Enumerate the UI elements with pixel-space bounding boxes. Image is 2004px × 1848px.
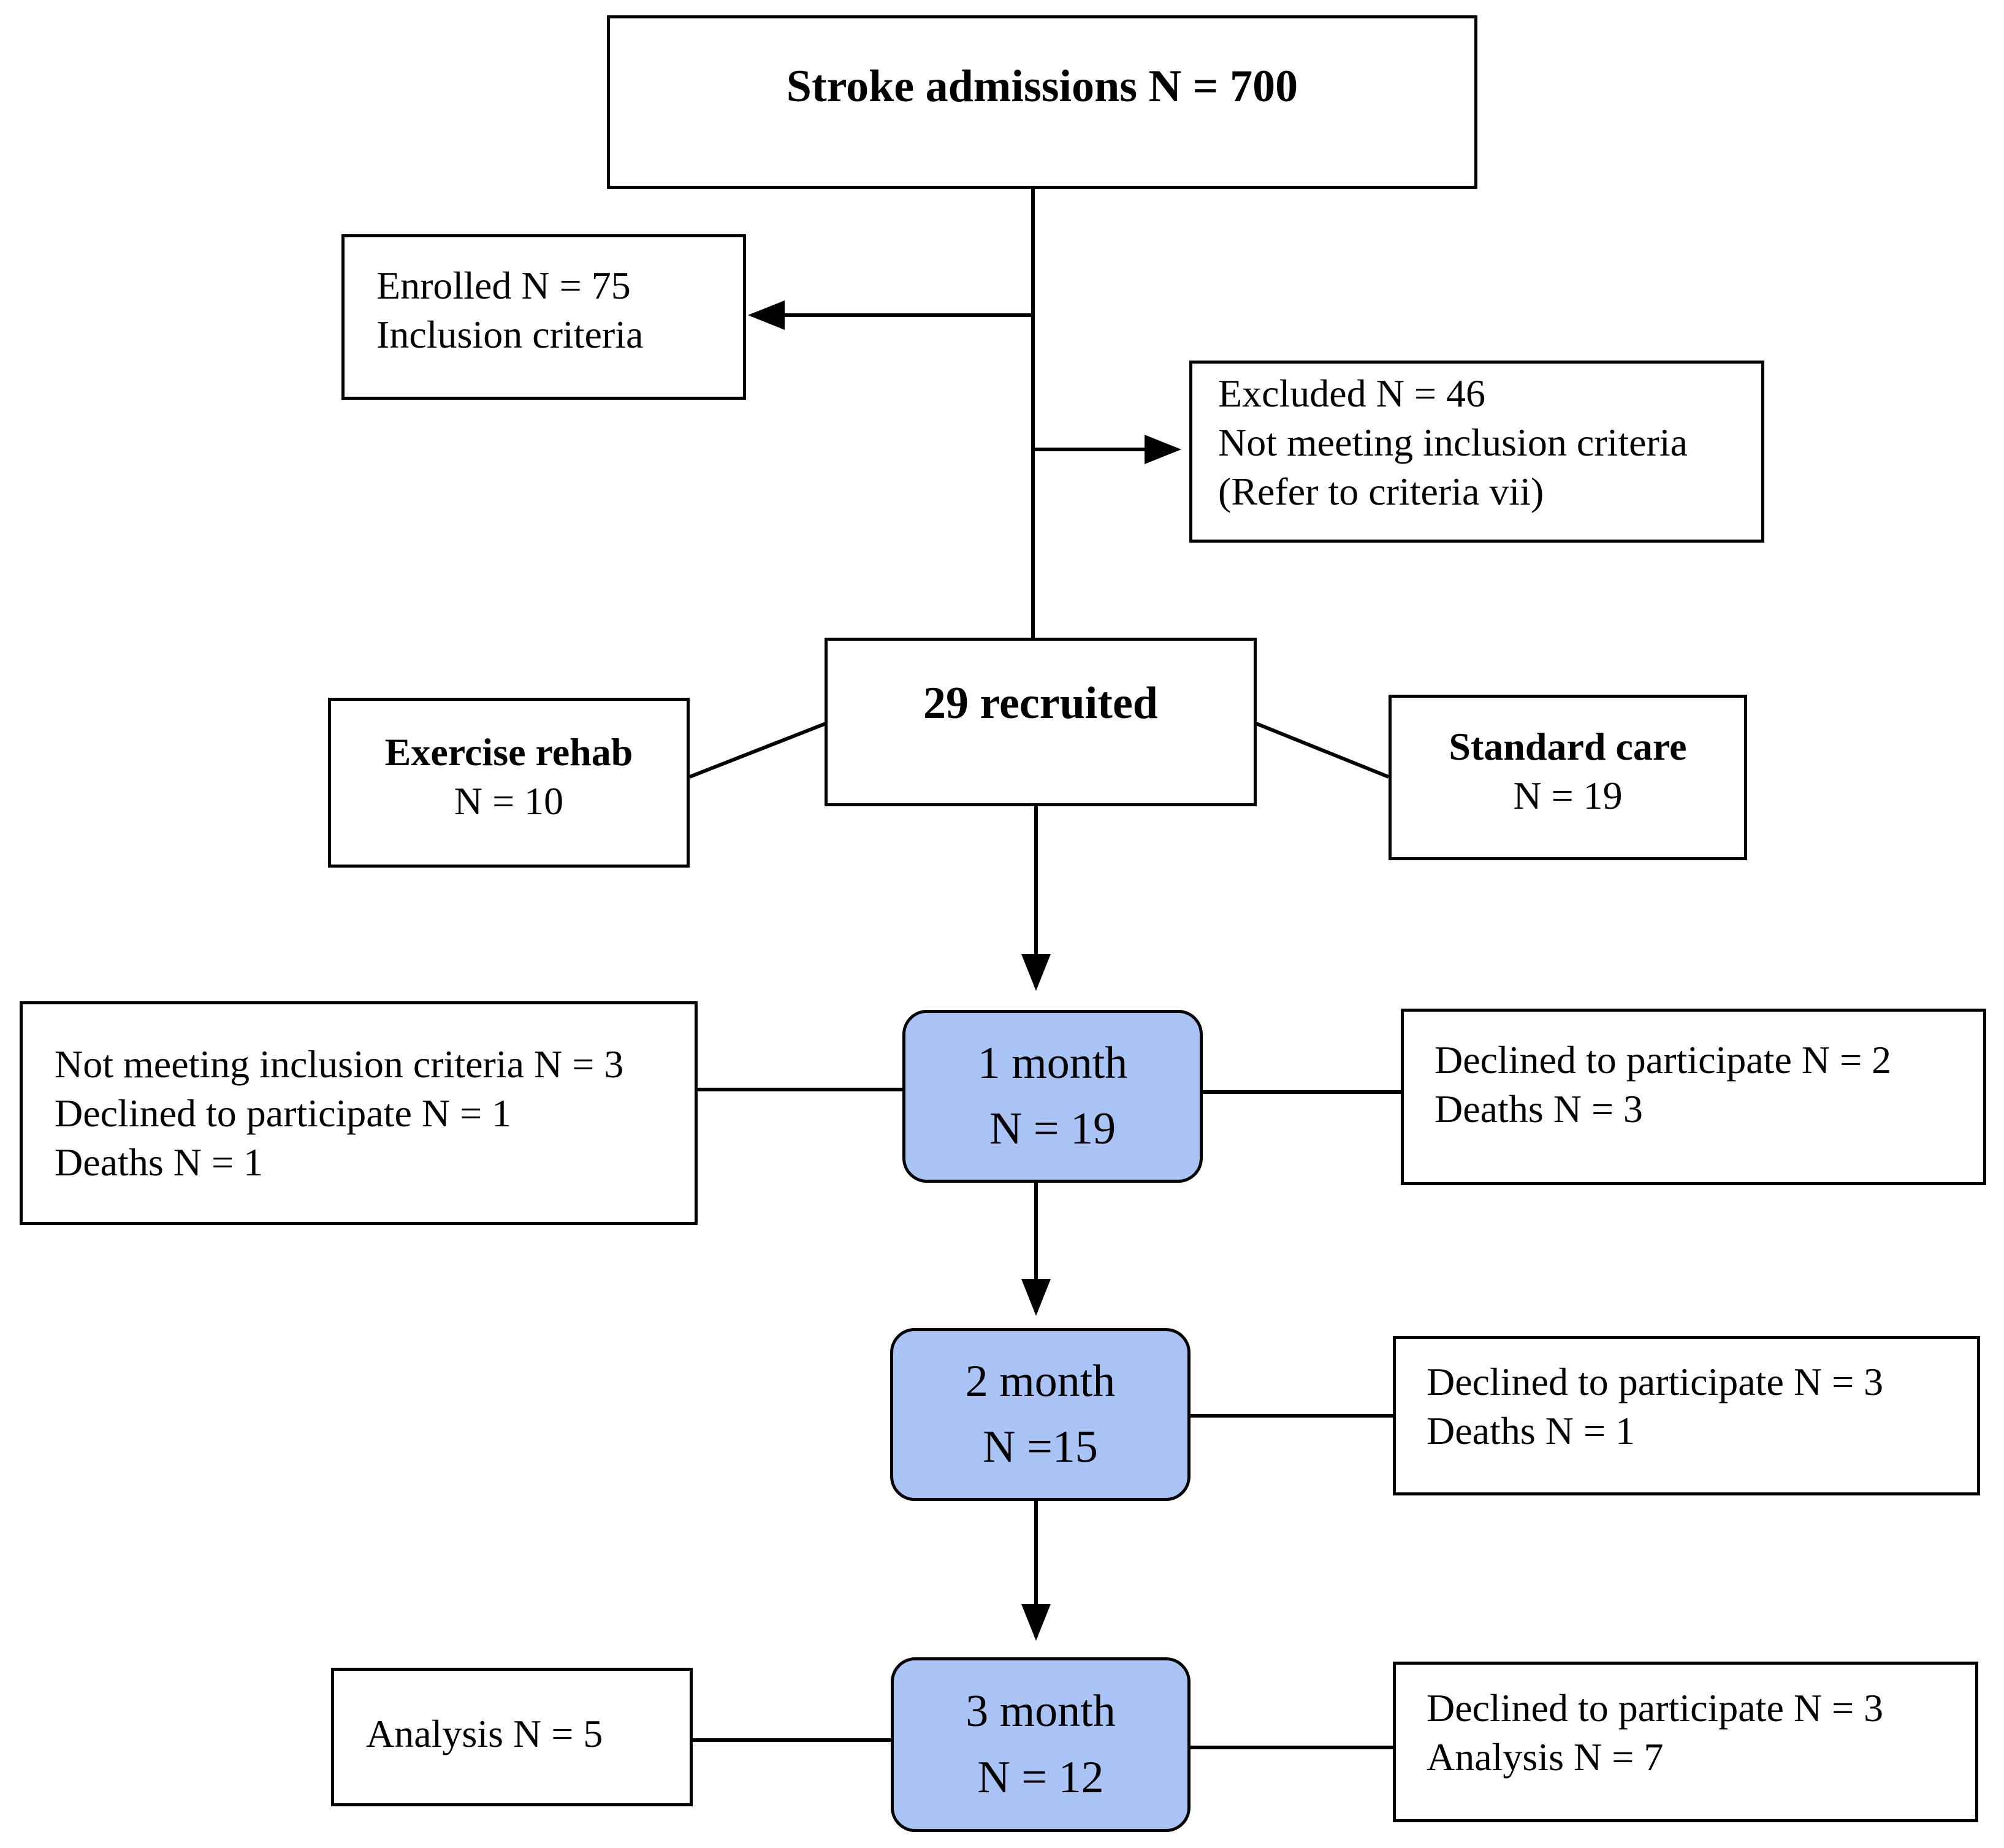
month3-label: 3 month bbox=[966, 1686, 1116, 1737]
exercise-rehab-count: N = 10 bbox=[454, 779, 564, 823]
month2-right-line: Deaths N = 1 bbox=[1427, 1409, 1636, 1453]
enrolled-count: Enrolled N = 75 bbox=[376, 264, 631, 307]
excluded-box: Excluded N = 46 Not meeting inclusion cr… bbox=[1189, 361, 1764, 543]
month1-count: N = 19 bbox=[989, 1104, 1116, 1154]
stroke-admissions-label: Stroke admissions N = 700 bbox=[786, 61, 1298, 112]
month1-right-line: Declined to participate N = 2 bbox=[1434, 1038, 1892, 1082]
month3-stage-box: 3 month N = 12 bbox=[891, 1657, 1191, 1832]
month1-left-box: Not meeting inclusion criteria N = 3 Dec… bbox=[20, 1001, 698, 1225]
standard-care-title: Standard care bbox=[1449, 725, 1687, 768]
enrolled-note: Inclusion criteria bbox=[376, 313, 644, 356]
month2-label: 2 month bbox=[965, 1356, 1116, 1407]
excluded-reference: (Refer to criteria vii) bbox=[1218, 469, 1544, 513]
month1-right-box: Declined to participate N = 2 Deaths N =… bbox=[1401, 1009, 1986, 1185]
month3-left-line: Analysis N = 5 bbox=[366, 1712, 603, 1755]
month3-right-box: Declined to participate N = 3 Analysis N… bbox=[1393, 1662, 1978, 1822]
link-standard-care bbox=[1255, 722, 1390, 779]
exercise-rehab-title: Exercise rehab bbox=[384, 730, 633, 774]
month2-right-line: Declined to participate N = 3 bbox=[1427, 1360, 1884, 1403]
recruited-box: 29 recruited bbox=[825, 638, 1257, 806]
month2-right-box: Declined to participate N = 3 Deaths N =… bbox=[1393, 1336, 1980, 1495]
excluded-reason: Not meeting inclusion criteria bbox=[1218, 420, 1688, 464]
month1-left-line: Declined to participate N = 1 bbox=[55, 1091, 512, 1135]
month3-left-box: Analysis N = 5 bbox=[331, 1668, 693, 1806]
month1-label: 1 month bbox=[977, 1037, 1128, 1088]
month3-right-line: Declined to participate N = 3 bbox=[1427, 1686, 1884, 1730]
month3-count: N = 12 bbox=[977, 1752, 1104, 1803]
month1-left-line: Deaths N = 1 bbox=[55, 1140, 264, 1184]
month2-stage-box: 2 month N =15 bbox=[890, 1328, 1191, 1501]
month1-right-line: Deaths N = 3 bbox=[1434, 1087, 1644, 1131]
month1-stage-box: 1 month N = 19 bbox=[902, 1010, 1203, 1183]
excluded-count: Excluded N = 46 bbox=[1218, 371, 1485, 415]
standard-care-box: Standard care N = 19 bbox=[1389, 695, 1747, 860]
month1-left-line: Not meeting inclusion criteria N = 3 bbox=[55, 1042, 624, 1086]
recruited-label: 29 recruited bbox=[923, 678, 1158, 729]
month2-count: N =15 bbox=[983, 1422, 1098, 1472]
enrolled-box: Enrolled N = 75 Inclusion criteria bbox=[341, 234, 746, 400]
month3-right-line: Analysis N = 7 bbox=[1427, 1735, 1664, 1779]
exercise-rehab-box: Exercise rehab N = 10 bbox=[328, 698, 690, 868]
stroke-admissions-box: Stroke admissions N = 700 bbox=[607, 15, 1477, 189]
link-exercise-rehab bbox=[688, 722, 827, 779]
standard-care-count: N = 19 bbox=[1513, 774, 1623, 817]
